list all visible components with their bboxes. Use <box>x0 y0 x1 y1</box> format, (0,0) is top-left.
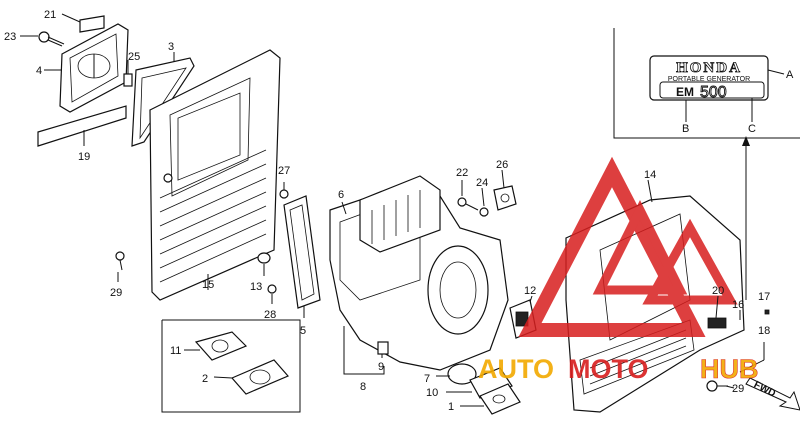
callout-25: 25 <box>128 51 140 63</box>
emblem-model-prefix: EM <box>676 85 694 99</box>
watermark-text-mid: MOTO <box>568 354 649 384</box>
callout-16: 16 <box>732 299 744 311</box>
emblem-model-number: 500 <box>700 84 727 101</box>
emblem-brand: HONDA <box>676 60 742 76</box>
callout-15: 15 <box>202 279 214 291</box>
watermark-text-right: HUB <box>700 354 759 384</box>
callout-24: 24 <box>476 177 488 189</box>
part-13-grommet <box>257 252 271 264</box>
part-27-bolt <box>279 189 289 199</box>
callout-29-left: 29 <box>110 287 122 299</box>
part-24-washer <box>479 207 489 217</box>
leader-lines <box>20 13 785 407</box>
watermark-triangle-right <box>642 218 738 305</box>
callout-B: B <box>682 123 689 135</box>
callout-10: 10 <box>426 387 438 399</box>
watermark-triangle-large <box>518 156 706 337</box>
watermark-triangle-small <box>592 199 688 295</box>
callout-27: 27 <box>278 165 290 177</box>
part-9-spacer <box>377 341 389 355</box>
part-10-gasket <box>469 367 513 399</box>
callout-26: 26 <box>496 159 508 171</box>
part-6-shroud <box>329 175 509 371</box>
part-29-screw-right <box>706 380 728 392</box>
part-7-gasket <box>447 363 477 385</box>
part-15-side-panel <box>149 49 281 301</box>
callout-12: 12 <box>524 285 536 297</box>
callout-19: 19 <box>78 151 90 163</box>
watermark-logo <box>518 156 738 337</box>
callout-22: 22 <box>456 167 468 179</box>
callout-20: 20 <box>712 285 724 297</box>
callout-21: 21 <box>44 9 56 21</box>
callout-28: 28 <box>264 309 276 321</box>
emblem-leader-arrow <box>742 136 750 146</box>
part-11-gasket <box>194 331 248 361</box>
callout-3: 3 <box>168 41 174 53</box>
callout-8: 8 <box>360 381 366 393</box>
callout-13: 13 <box>250 281 262 293</box>
forward-direction-arrow <box>745 377 800 411</box>
part-22-bolt <box>457 197 479 211</box>
part-1-gasket <box>479 383 521 415</box>
part-19-strip <box>37 105 127 147</box>
emblem-frame <box>613 28 800 139</box>
part-2-gasket <box>231 359 289 395</box>
callout-labels: 21 23 4 25 3 19 15 29 27 6 13 28 5 11 2 … <box>4 9 794 413</box>
callout-4: 4 <box>36 65 42 77</box>
part-23-screw <box>38 31 65 47</box>
callout-17: 17 <box>758 291 770 303</box>
callout-7: 7 <box>424 373 430 385</box>
callout-2: 2 <box>202 373 208 385</box>
part-25-clip <box>123 73 133 87</box>
callout-C: C <box>748 123 756 135</box>
callout-6: 6 <box>338 189 344 201</box>
part-28-nut <box>267 284 277 294</box>
part-17-pin <box>764 309 770 315</box>
callout-A: A <box>786 69 794 81</box>
callout-5: 5 <box>300 325 306 337</box>
watermark-text: AUTO MOTO HUB <box>478 354 759 385</box>
part-26-clip <box>493 185 517 211</box>
emblem-subtitle: PORTABLE GENERATOR <box>668 76 750 83</box>
callout-11: 11 <box>170 345 181 357</box>
part-21-label <box>79 15 105 33</box>
callout-18: 18 <box>758 325 770 337</box>
watermark-text-left: AUTO <box>478 354 554 384</box>
emblem-text: HONDA PORTABLE GENERATOR EM 500 <box>668 60 750 102</box>
part-4-cover <box>59 23 129 113</box>
callout-1: 1 <box>448 401 454 413</box>
group-bracket-11-2 <box>161 319 301 413</box>
part-5-gasket <box>283 195 321 309</box>
part-29-screw-left <box>115 251 125 271</box>
callout-23: 23 <box>4 31 16 43</box>
callout-29-right: 29 <box>732 383 744 395</box>
honda-emblem <box>649 55 769 101</box>
callout-9: 9 <box>378 361 384 373</box>
callout-14: 14 <box>644 169 656 181</box>
